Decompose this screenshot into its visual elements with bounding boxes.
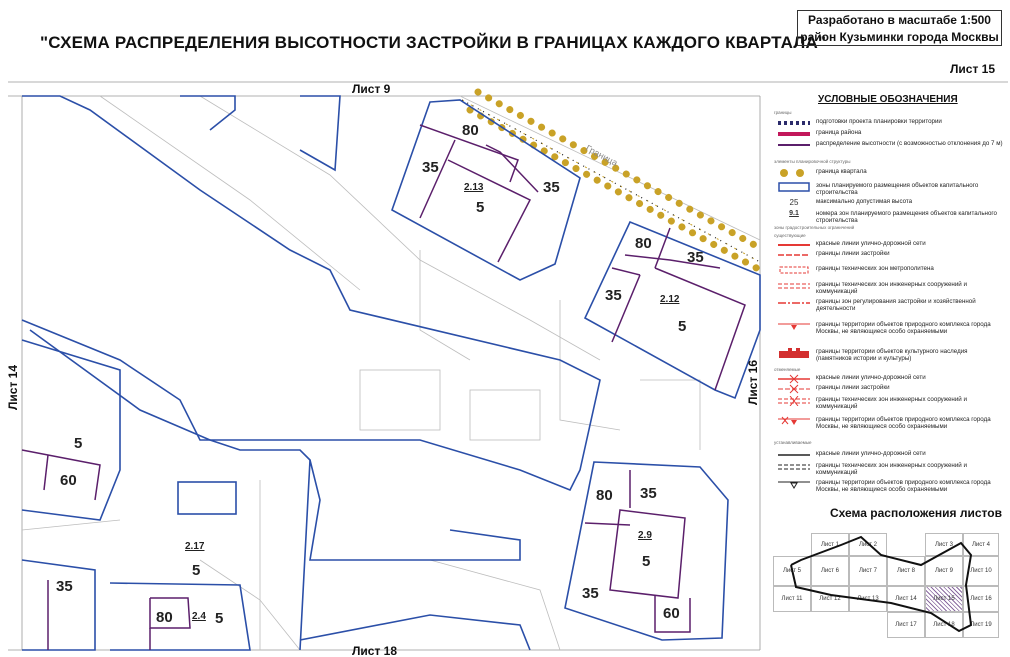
legend-symbol — [778, 464, 810, 470]
legend-symbol — [778, 182, 810, 192]
height-label: 60 — [663, 605, 680, 622]
scheme-cell[interactable]: Лист 1 — [811, 533, 849, 556]
legend-title: УСЛОВНЫЕ ОБОЗНАЧЕНИЯ — [818, 94, 958, 105]
stamp-scale-line: Разработано в масштабе 1:500 — [808, 13, 991, 27]
legend-symbol — [778, 374, 810, 384]
sheet-link-bottom[interactable]: Лист 18 — [352, 644, 397, 657]
scheme-cell[interactable]: Лист 6 — [811, 556, 849, 586]
map-title: "СХЕМА РАСПРЕДЕЛЕНИЯ ВЫСОТНОСТИ ЗАСТРОЙК… — [40, 33, 827, 52]
legend-symbol — [778, 302, 810, 304]
legend-symbol — [778, 144, 810, 146]
stamp-district-line: район Кузьминки города Москвы — [800, 30, 999, 44]
block-2-4[interactable]: 35 80 2.4 5 — [47, 578, 223, 650]
scheme-cell[interactable]: Лист 7 — [849, 556, 887, 586]
background-streets — [21, 95, 761, 651]
block-id: 2.12 — [660, 294, 680, 305]
height-label: 80 — [156, 609, 173, 626]
district-outline — [790, 535, 973, 633]
height-label: 5 — [678, 318, 686, 335]
sheet-layout-scheme: Лист 1 Лист 2 Лист 3 Лист 4 Лист 5 Лист … — [771, 525, 1001, 641]
height-label: 5 — [74, 435, 82, 452]
legend-symbol — [778, 384, 810, 394]
height-label: 35 — [605, 287, 622, 304]
height-label: 35 — [687, 249, 704, 266]
legend-symbol: 9.1 — [789, 210, 799, 217]
height-label: 5 — [192, 562, 200, 579]
scale-stamp: Разработано в масштабе 1:500 район Кузьм… — [797, 10, 1002, 46]
height-label: 80 — [462, 122, 479, 139]
legend-symbol — [778, 323, 810, 330]
block-id: 2.17 — [185, 541, 205, 552]
scheme-cell[interactable]: Лист 9 — [925, 556, 963, 586]
legend-group: зоны градостроительных ограничений — [774, 225, 855, 230]
scheme-cell[interactable]: Лист 12 — [811, 586, 849, 612]
block-2-13[interactable]: 80 35 35 2.13 5 — [391, 99, 581, 281]
height-label: 35 — [640, 485, 657, 502]
sheet-number: Лист 15 — [950, 62, 996, 76]
legend-group: устанавливаемые — [774, 440, 812, 445]
block-left[interactable]: 5 60 — [21, 435, 101, 501]
block-id: 2.4 — [192, 611, 206, 622]
block-id: 2.13 — [464, 182, 484, 193]
height-label: 80 — [596, 487, 613, 504]
scheme-cell[interactable]: Лист 16 — [963, 586, 999, 612]
sheet-link-right[interactable]: Лист 16 — [746, 360, 760, 405]
sheet-link-left[interactable]: Лист 14 — [6, 365, 20, 410]
legend-symbol: 25 — [789, 198, 799, 207]
legend-symbol — [778, 283, 810, 289]
height-label: 35 — [56, 578, 73, 595]
legend-symbol — [778, 244, 810, 246]
scheme-cell[interactable]: Лист 11 — [773, 586, 811, 612]
height-label: 35 — [543, 179, 560, 196]
height-label: 5 — [215, 610, 223, 627]
block-id: 2.9 — [638, 530, 652, 541]
zone-outlines — [21, 95, 601, 651]
legend-symbol — [780, 169, 804, 177]
block-2-17[interactable]: 2.17 5 — [185, 541, 205, 579]
scheme-cell-current[interactable]: Лист 15 — [925, 586, 963, 612]
legend-group: элементы планировочной структуры — [774, 159, 851, 164]
legend-symbol — [778, 254, 810, 256]
legend-symbol — [778, 396, 810, 406]
height-label: 60 — [60, 472, 77, 489]
legend-symbol — [778, 416, 810, 425]
height-label: 80 — [635, 235, 652, 252]
legend-symbol — [779, 348, 809, 358]
block-2-9[interactable]: 80 35 2.9 5 35 60 — [564, 461, 729, 641]
map-legend: УСЛОВНЫЕ ОБОЗНАЧЕНИЯ границы подготовки … — [774, 94, 1003, 494]
scheme-cell[interactable]: Лист 3 — [925, 533, 963, 556]
legend-group: существующие — [774, 233, 806, 238]
legend-group: границы — [774, 110, 792, 115]
scheme-cell[interactable]: Лист 17 — [887, 612, 925, 638]
legend-symbol — [779, 266, 809, 274]
legend-symbol — [778, 454, 810, 456]
legend-symbol — [778, 121, 810, 125]
height-label: 5 — [642, 553, 650, 570]
legend-group: отменяемые — [774, 367, 801, 372]
block-2-12[interactable]: 80 35 35 2.12 5 — [583, 220, 761, 400]
scheme-cell[interactable]: Лист 18 — [925, 612, 963, 638]
scheme-title: Схема расположения листов — [830, 506, 1002, 520]
quarter-boundary-dots — [461, 88, 764, 274]
sheet-link-top[interactable]: Лист 9 — [352, 82, 391, 96]
height-label: 35 — [422, 159, 439, 176]
legend-symbol — [778, 132, 810, 136]
scheme-cell[interactable]: Лист 8 — [887, 556, 925, 586]
height-label: 35 — [582, 585, 599, 602]
height-label: 5 — [476, 199, 484, 216]
legend-symbol — [778, 481, 810, 489]
